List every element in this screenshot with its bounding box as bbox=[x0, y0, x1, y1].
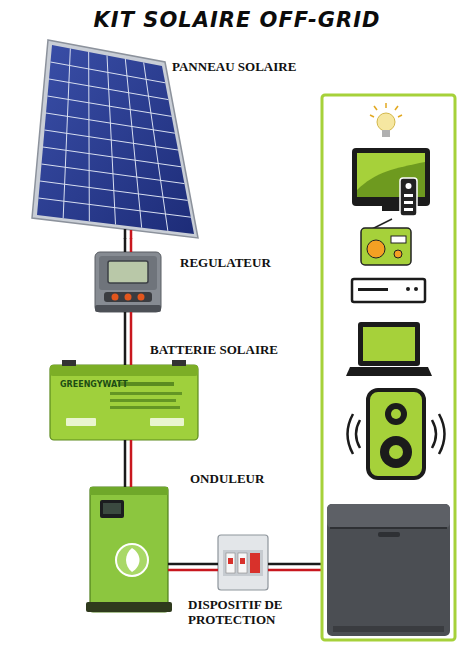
component-box: PANNEAU SOLAIRE bbox=[32, 40, 198, 238]
output-wire bbox=[268, 564, 324, 570]
cable-wire bbox=[168, 563, 218, 566]
cell-line bbox=[42, 164, 185, 184]
component-label: DISPOSITIF DE PROTECTION bbox=[188, 598, 310, 628]
bulb-icon bbox=[370, 103, 402, 137]
radio-icon bbox=[361, 219, 411, 265]
protection-box bbox=[218, 535, 268, 590]
component-label: BATTERIE SOLAIRE bbox=[150, 343, 278, 358]
component-box: REGULATEUR bbox=[95, 252, 161, 312]
component-label: ONDULEUR bbox=[190, 472, 264, 487]
component-box: ONDULEUR bbox=[90, 487, 168, 612]
cable bbox=[125, 238, 131, 252]
cable-wire bbox=[124, 238, 127, 252]
cell-line bbox=[46, 113, 175, 133]
brand-label: GREENGYWATT bbox=[60, 380, 128, 389]
charge-regulator bbox=[95, 252, 161, 312]
freezer-icon bbox=[327, 504, 450, 636]
component-label: PANNEAU SOLAIRE bbox=[172, 60, 296, 75]
cell-line bbox=[39, 198, 191, 217]
component-box: BATTERIE SOLAIRE bbox=[50, 365, 198, 440]
cable-wire bbox=[124, 312, 127, 365]
cell-line bbox=[45, 130, 179, 150]
cell-grid bbox=[39, 49, 191, 231]
title: KIT SOLAIRE OFF-GRID bbox=[0, 8, 474, 32]
cable-wire bbox=[130, 238, 133, 252]
tv-icon bbox=[352, 148, 430, 216]
cell-line bbox=[43, 147, 181, 167]
component-box: DISPOSITIF DE PROTECTION bbox=[218, 535, 268, 590]
cable-wire bbox=[168, 569, 218, 572]
cell-line bbox=[48, 96, 172, 116]
solar-battery bbox=[50, 360, 198, 440]
cell-line bbox=[49, 79, 168, 100]
cable bbox=[125, 312, 131, 365]
dvd-player-icon bbox=[352, 279, 425, 302]
inverter bbox=[86, 487, 172, 612]
component-label: REGULATEUR bbox=[180, 256, 271, 271]
cable-wire bbox=[130, 440, 133, 487]
cable bbox=[125, 440, 131, 487]
cable bbox=[168, 564, 218, 570]
speaker-icon bbox=[348, 390, 445, 478]
cable-wire bbox=[130, 312, 133, 365]
laptop-icon bbox=[346, 322, 432, 376]
cable-wire bbox=[124, 440, 127, 487]
loads-panel bbox=[322, 95, 455, 640]
cell-line bbox=[40, 181, 188, 200]
cell-line bbox=[51, 62, 166, 83]
